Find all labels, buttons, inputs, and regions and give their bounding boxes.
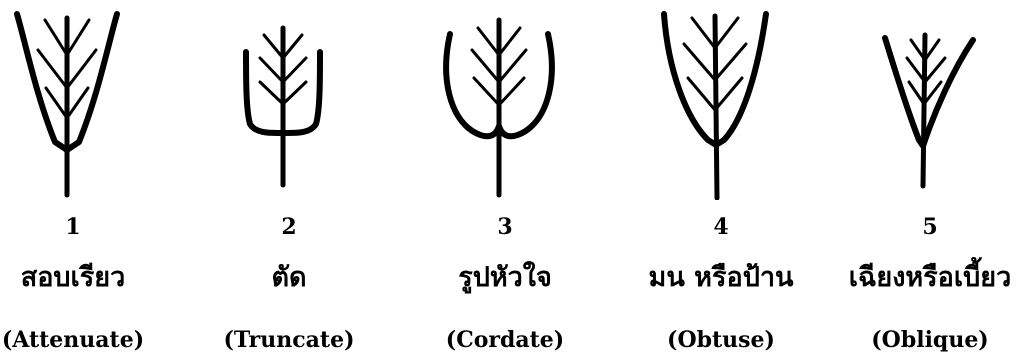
base-number: 5 [827,212,1033,242]
leaf-base-cordate: 3 รูปหัวใจ (Cordate) [402,0,608,364]
leaf-base-truncate: 2 ตัด (Truncate) [186,0,392,364]
base-english-name: (Cordate) [402,325,608,355]
leaf-base-oblique: 5 เฉียงหรือเบี้ยว (Oblique) [827,0,1033,364]
base-thai-name: เฉียงหรือเบี้ยว [827,260,1033,296]
base-english-name: (Attenuate) [0,325,176,355]
base-thai-name: ตัด [186,260,392,296]
base-thai-name: มน หรือป้าน [618,260,824,296]
base-thai-name: รูปหัวใจ [402,260,608,296]
base-number: 4 [618,212,824,242]
base-english-name: (Truncate) [186,325,392,355]
base-number: 3 [402,212,608,242]
truncate-leaf-drawing [186,0,392,200]
oblique-leaf-drawing [827,0,1033,200]
attenuate-leaf-drawing [0,0,176,200]
cordate-leaf-drawing [402,0,608,200]
base-number: 2 [186,212,392,242]
leaf-base-obtuse: 4 มน หรือป้าน (Obtuse) [618,0,824,364]
base-number: 1 [0,212,176,242]
base-english-name: (Oblique) [827,325,1033,355]
obtuse-leaf-drawing [618,0,824,200]
leaf-base-attenuate: 1 สอบเรียว (Attenuate) [0,0,176,364]
base-thai-name: สอบเรียว [0,260,176,296]
base-english-name: (Obtuse) [618,325,824,355]
